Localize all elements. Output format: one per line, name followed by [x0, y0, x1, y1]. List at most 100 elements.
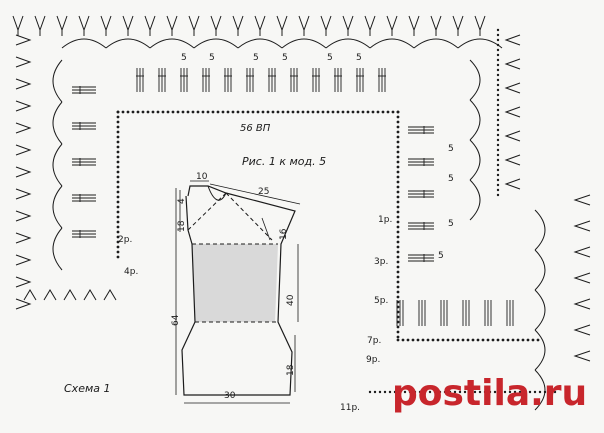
chain-dot	[116, 235, 120, 239]
chain-dot	[483, 390, 487, 394]
chain-dot	[201, 110, 205, 114]
chain-dot	[548, 390, 552, 394]
chain-dot	[341, 110, 345, 114]
chain-dot	[383, 390, 387, 394]
row-label: 3р.	[374, 257, 389, 267]
v-stitch	[474, 15, 486, 32]
v-stitch	[188, 15, 200, 32]
chain-dot	[406, 338, 410, 342]
chain-dot	[331, 110, 335, 114]
chain-dot	[116, 180, 120, 184]
row-label: 7р.	[367, 336, 382, 346]
repeat-number: 5	[327, 53, 333, 63]
scallop	[469, 179, 481, 221]
dimension-lines	[175, 180, 301, 404]
row-label: 5р.	[374, 296, 389, 306]
repeat-number: 5	[438, 251, 444, 261]
neck-curve	[207, 185, 227, 201]
chain-dot	[366, 110, 370, 114]
scallop	[105, 38, 151, 49]
chain-dot	[461, 338, 465, 342]
v-stitch	[23, 289, 37, 301]
chain-dot	[496, 38, 500, 42]
chain-dot	[491, 338, 495, 342]
scallop	[52, 143, 63, 187]
chain-dot	[468, 390, 472, 394]
chain-dot	[396, 260, 400, 264]
chain-dot	[116, 135, 120, 139]
chain-dot	[496, 43, 500, 47]
repeat-number: 5	[448, 144, 454, 154]
chain-dot	[351, 110, 355, 114]
repeat-number: 5	[282, 53, 288, 63]
chain-dot	[396, 190, 400, 194]
chain-dot	[496, 113, 500, 117]
outer-border	[12, 15, 591, 362]
watermark: postila.ru	[392, 373, 588, 414]
chain-dot	[321, 110, 325, 114]
chain-dot	[371, 110, 375, 114]
chain-dot	[496, 188, 500, 192]
chain-dot	[486, 338, 490, 342]
chain-dot	[396, 220, 400, 224]
chain-dot	[496, 163, 500, 167]
dim-shoulder-slope: 25	[258, 187, 270, 197]
chain-dot	[396, 265, 400, 269]
scallop-row	[52, 38, 546, 411]
chain-dot	[116, 120, 120, 124]
chain-dot	[408, 390, 412, 394]
chain-dot	[488, 390, 492, 394]
scallop	[52, 59, 63, 103]
chain-dot	[443, 390, 447, 394]
chain-dot	[116, 250, 120, 254]
chain-dot	[296, 110, 300, 114]
chain-dot	[116, 200, 120, 204]
chain-dot	[116, 140, 120, 144]
scallop	[413, 38, 459, 49]
chain-dot	[396, 230, 400, 234]
chain-dot	[396, 195, 400, 199]
chain-dot	[326, 110, 330, 114]
scallop	[193, 38, 239, 49]
chain-dot	[116, 150, 120, 154]
chain-dot	[496, 53, 500, 57]
chain-dot	[513, 390, 517, 394]
chain-dot	[438, 390, 442, 394]
chain-dot	[471, 338, 475, 342]
chain-dot	[456, 338, 460, 342]
chain-dot	[216, 110, 220, 114]
v-stitch	[320, 15, 332, 32]
v-stitch	[504, 130, 521, 142]
chain-dot	[396, 130, 400, 134]
chain-dot	[496, 73, 500, 77]
chain-dot	[116, 240, 120, 244]
chain-dot	[496, 88, 500, 92]
chain-dot	[466, 338, 470, 342]
pattern-outline	[181, 185, 296, 396]
chain-dot	[396, 165, 400, 169]
v-stitch	[364, 15, 376, 32]
scallop	[534, 369, 546, 411]
chain-dot	[496, 138, 500, 142]
chain-dot	[156, 110, 160, 114]
v-stitch	[408, 15, 420, 32]
chain-dot	[536, 338, 540, 342]
chain-dot	[301, 110, 305, 114]
chain-dot	[171, 110, 175, 114]
mesh-fill	[192, 244, 278, 322]
chain-dot	[396, 225, 400, 229]
chain-dot	[496, 148, 500, 152]
dim-hem: 18	[286, 364, 296, 376]
chain-dot	[496, 118, 500, 122]
chain-dot	[496, 93, 500, 97]
chain-dot	[496, 123, 500, 127]
chain-dot	[396, 305, 400, 309]
chain-dot	[221, 110, 225, 114]
chain-dot	[433, 390, 437, 394]
chain-dot	[496, 78, 500, 82]
chain-dot	[116, 225, 120, 229]
chain-dot	[493, 390, 497, 394]
chain-dot	[396, 175, 400, 179]
